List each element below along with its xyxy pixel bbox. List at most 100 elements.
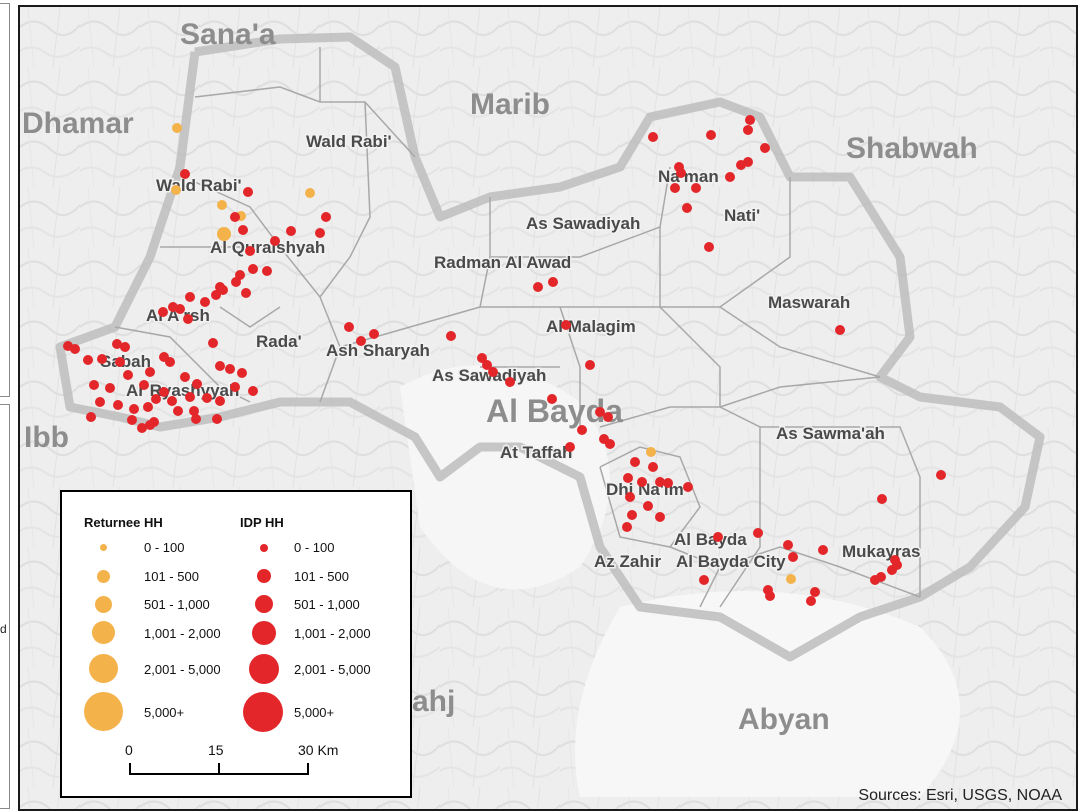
idp-point[interactable] [315, 228, 325, 238]
idp-point[interactable] [129, 404, 139, 414]
idp-point[interactable] [547, 394, 557, 404]
idp-point[interactable] [200, 297, 210, 307]
returnee-point[interactable] [171, 185, 181, 195]
idp-point[interactable] [120, 342, 130, 352]
idp-point[interactable] [321, 212, 331, 222]
idp-point[interactable] [788, 552, 798, 562]
idp-point[interactable] [561, 320, 571, 330]
idp-point[interactable] [230, 382, 240, 392]
idp-point[interactable] [262, 266, 272, 276]
idp-point[interactable] [127, 415, 137, 425]
idp-point[interactable] [369, 329, 379, 339]
idp-point[interactable] [165, 357, 175, 367]
returnee-point[interactable] [305, 188, 315, 198]
idp-point[interactable] [682, 203, 692, 213]
idp-point[interactable] [189, 406, 199, 416]
idp-point[interactable] [113, 400, 123, 410]
idp-point[interactable] [548, 277, 558, 287]
idp-point[interactable] [237, 368, 247, 378]
idp-point[interactable] [706, 130, 716, 140]
idp-point[interactable] [225, 364, 235, 374]
idp-point[interactable] [245, 246, 255, 256]
idp-point[interactable] [159, 387, 169, 397]
idp-point[interactable] [818, 545, 828, 555]
idp-point[interactable] [783, 540, 793, 550]
idp-point[interactable] [670, 183, 680, 193]
idp-point[interactable] [218, 285, 228, 295]
idp-point[interactable] [835, 325, 845, 335]
idp-point[interactable] [145, 420, 155, 430]
idp-point[interactable] [151, 394, 161, 404]
idp-point[interactable] [725, 172, 735, 182]
idp-point[interactable] [704, 242, 714, 252]
idp-point[interactable] [112, 339, 122, 349]
idp-point[interactable] [595, 407, 605, 417]
idp-point[interactable] [230, 212, 240, 222]
idp-point[interactable] [810, 587, 820, 597]
idp-point[interactable] [488, 367, 498, 377]
idp-point[interactable] [760, 143, 770, 153]
idp-point[interactable] [745, 115, 755, 125]
idp-point[interactable] [713, 532, 723, 542]
idp-point[interactable] [208, 338, 218, 348]
idp-point[interactable] [577, 425, 587, 435]
idp-point[interactable] [173, 406, 183, 416]
idp-point[interactable] [241, 288, 251, 298]
idp-point[interactable] [477, 353, 487, 363]
returnee-point[interactable] [786, 574, 796, 584]
idp-point[interactable] [585, 360, 595, 370]
idp-point[interactable] [145, 367, 155, 377]
idp-point[interactable] [356, 336, 366, 346]
idp-point[interactable] [212, 414, 222, 424]
idp-point[interactable] [248, 386, 258, 396]
returnee-point[interactable] [646, 447, 656, 457]
idp-point[interactable] [753, 528, 763, 538]
idp-point[interactable] [97, 354, 107, 364]
idp-point[interactable] [185, 292, 195, 302]
idp-point[interactable] [167, 396, 177, 406]
idp-point[interactable] [158, 307, 168, 317]
returnee-point[interactable] [217, 227, 231, 241]
idp-point[interactable] [691, 183, 701, 193]
idp-point[interactable] [887, 565, 897, 575]
idp-point[interactable] [231, 277, 241, 287]
idp-point[interactable] [270, 236, 280, 246]
idp-point[interactable] [533, 282, 543, 292]
idp-point[interactable] [185, 392, 195, 402]
returnee-point[interactable] [172, 123, 182, 133]
idp-point[interactable] [192, 379, 202, 389]
idp-point[interactable] [655, 512, 665, 522]
idp-point[interactable] [95, 397, 105, 407]
idp-point[interactable] [623, 473, 633, 483]
idp-point[interactable] [89, 380, 99, 390]
idp-point[interactable] [736, 160, 746, 170]
idp-point[interactable] [605, 439, 615, 449]
idp-point[interactable] [630, 457, 640, 467]
idp-point[interactable] [683, 482, 693, 492]
idp-point[interactable] [622, 522, 632, 532]
idp-point[interactable] [877, 494, 887, 504]
idp-point[interactable] [215, 396, 225, 406]
idp-point[interactable] [215, 361, 225, 371]
idp-point[interactable] [603, 412, 613, 422]
idp-point[interactable] [70, 344, 80, 354]
idp-point[interactable] [175, 304, 185, 314]
idp-point[interactable] [191, 414, 201, 424]
idp-point[interactable] [743, 125, 753, 135]
idp-point[interactable] [243, 187, 253, 197]
idp-point[interactable] [505, 377, 515, 387]
idp-point[interactable] [137, 423, 147, 433]
idp-point[interactable] [183, 314, 193, 324]
idp-point[interactable] [482, 360, 492, 370]
idp-point[interactable] [139, 380, 149, 390]
idp-point[interactable] [655, 477, 665, 487]
idp-point[interactable] [180, 372, 190, 382]
idp-point[interactable] [211, 290, 221, 300]
idp-point[interactable] [806, 596, 816, 606]
idp-point[interactable] [86, 412, 96, 422]
idp-point[interactable] [83, 355, 93, 365]
idp-point[interactable] [936, 470, 946, 480]
idp-point[interactable] [765, 591, 775, 601]
idp-point[interactable] [238, 225, 248, 235]
idp-point[interactable] [648, 462, 658, 472]
